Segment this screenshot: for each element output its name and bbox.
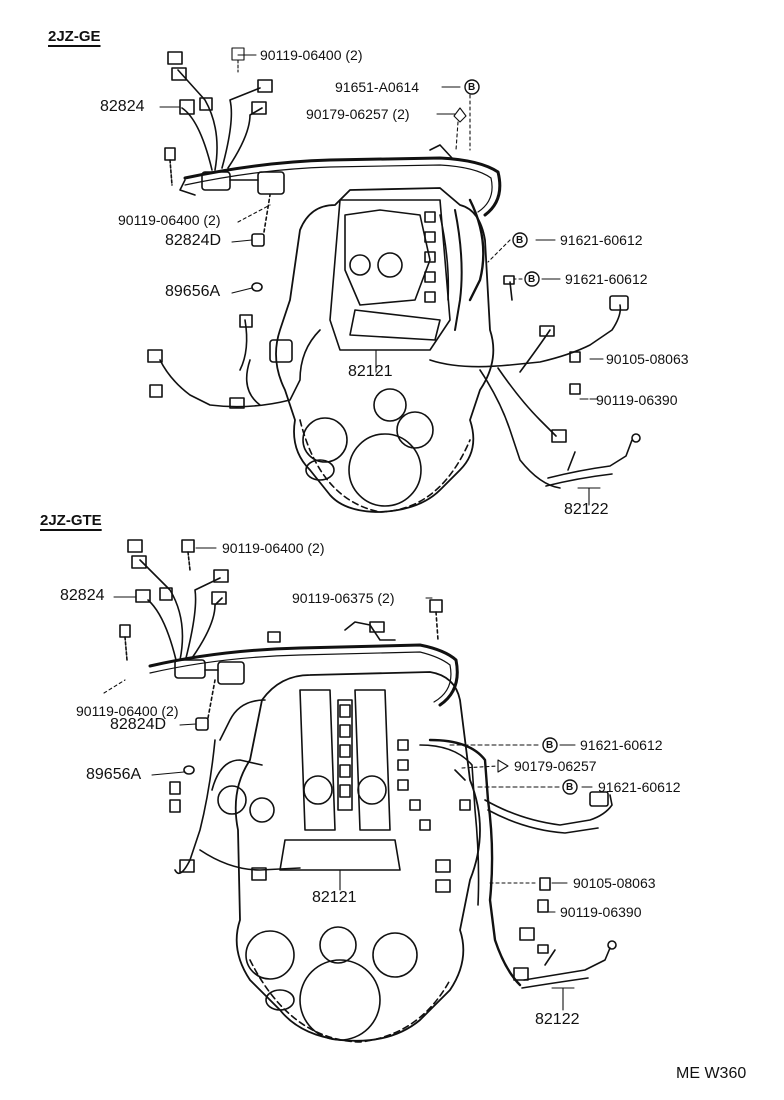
label-bolt-60612-a: 91621-60612	[580, 737, 663, 753]
label-82824: 82824	[100, 98, 145, 115]
figure-code: ME W360	[676, 1065, 747, 1082]
label-bolt-06390: 90119-06390	[560, 904, 642, 920]
label-82122: 82122	[564, 501, 609, 518]
b-marker: B	[566, 782, 574, 793]
label-bolt-left: 90119-06400 (2)	[118, 212, 221, 228]
label-bolt-06375: 90119-06375 (2)	[292, 590, 395, 606]
label-bolt-60612-a: 91621-60612	[560, 232, 643, 248]
b-marker: B	[468, 82, 476, 93]
engine-2jz-gte	[119, 539, 617, 1043]
label-bolt-top: 90119-06400 (2)	[260, 47, 363, 63]
label-89656a: 89656A	[165, 283, 221, 300]
label-bolt-left: 90119-06400 (2)	[76, 703, 179, 719]
engine-2jz-ge	[147, 51, 641, 513]
label-89656a: 89656A	[86, 766, 142, 783]
label-clamp-a0614: 91651-A0614	[335, 79, 420, 95]
b-marker: B	[528, 274, 536, 285]
leader-lines-2jz-gte	[103, 547, 593, 1011]
label-82122: 82122	[535, 1011, 580, 1028]
b-marker: B	[546, 740, 554, 751]
label-bolt-top: 90119-06400 (2)	[222, 540, 325, 556]
label-bolt-60612-b: 91621-60612	[565, 271, 648, 287]
b-marker: B	[516, 235, 524, 246]
label-nut-06257: 90179-06257 (2)	[306, 106, 410, 122]
b-marker-circles	[464, 79, 578, 795]
label-82121: 82121	[312, 889, 357, 906]
label-bolt-06390: 90119-06390	[596, 392, 678, 408]
label-nut-06257: 90179-06257	[514, 758, 597, 774]
section-title-2jz-gte: 2JZ-GTE	[40, 512, 102, 529]
label-82121: 82121	[348, 363, 393, 380]
section-title-2jz-ge: 2JZ-GE	[48, 28, 101, 45]
label-82824: 82824	[60, 587, 105, 604]
label-82824d: 82824D	[165, 232, 222, 249]
label-bolt-08063: 90105-08063	[606, 351, 689, 367]
leader-lines-2jz-ge	[159, 47, 604, 506]
label-82824d: 82824D	[110, 716, 167, 733]
label-bolt-08063: 90105-08063	[573, 875, 656, 891]
label-bolt-60612-b: 91621-60612	[598, 779, 681, 795]
